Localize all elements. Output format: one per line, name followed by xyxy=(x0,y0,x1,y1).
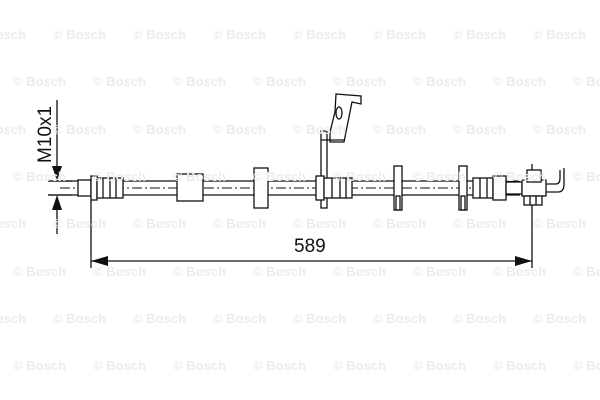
watermark-text: © Bosch xyxy=(253,74,306,89)
watermark-text: © Bosch xyxy=(13,358,66,373)
left-fitting xyxy=(77,175,124,201)
watermark-text: © Bosch xyxy=(453,216,506,231)
watermark-text: © Bosch xyxy=(533,122,586,137)
watermark-text: © Bosch xyxy=(413,74,466,89)
watermark-text: © Bosch xyxy=(373,216,426,231)
watermark-text: © Bosch xyxy=(173,74,226,89)
watermark-text: © Bosch xyxy=(0,122,26,137)
watermark-text: © Bosch xyxy=(53,216,106,231)
watermark-text: © Bosch xyxy=(93,74,146,89)
watermark-text: © Bosch xyxy=(413,358,466,373)
watermark-text: © Bosch xyxy=(53,311,106,326)
watermark-text: © Bosch xyxy=(133,216,186,231)
watermark-layer: © Bosch © Bosch © Bosch © Bosch © Bosch © Bos… xyxy=(0,27,600,373)
watermark-text: © Bosch xyxy=(533,311,586,326)
watermark-text: © Bosch xyxy=(373,122,426,137)
thread-dimension: M10x1 xyxy=(35,100,72,234)
watermark-text: © Bosch xyxy=(453,311,506,326)
watermark-text: © Bosch xyxy=(0,311,26,326)
watermark-text: © Bosch xyxy=(453,122,506,137)
watermark-text: © Bosch xyxy=(373,311,426,326)
watermark-text: © Bosch xyxy=(373,27,426,42)
watermark-text: © Bosch xyxy=(213,122,266,137)
watermark-text: © Bosch xyxy=(13,264,66,279)
grommet xyxy=(253,167,269,209)
hose-clip xyxy=(393,165,403,211)
watermark-text: © Bosch xyxy=(333,358,386,373)
watermark-text: © Bosch xyxy=(493,264,546,279)
watermark-text: © Bosch xyxy=(53,27,106,42)
mounting-bracket xyxy=(315,93,362,209)
watermark-text: © Bosch xyxy=(133,27,186,42)
watermark-text: © Bosch xyxy=(333,74,386,89)
hose-clip xyxy=(458,165,468,211)
watermark-text: © Bosch xyxy=(533,216,586,231)
watermark-text: © Bosch xyxy=(0,216,26,231)
watermark-text: © Bosch xyxy=(253,264,306,279)
length-label: 589 xyxy=(294,236,326,257)
right-fitting xyxy=(472,164,565,206)
watermark-text: © Bosch xyxy=(493,358,546,373)
watermark-text: © Bosch xyxy=(213,27,266,42)
watermark-text: © Bosch xyxy=(0,27,26,42)
watermark-text: © Bosch xyxy=(333,264,386,279)
watermark-text: © Bosch xyxy=(413,264,466,279)
length-dimension: 589 xyxy=(90,200,533,268)
watermark-text: © Bosch xyxy=(93,264,146,279)
watermark-text: © Bosch xyxy=(293,216,346,231)
watermark-text: © Bosch xyxy=(93,358,146,373)
watermark-text: © Bosch xyxy=(293,27,346,42)
watermark-text: © Bosch xyxy=(173,264,226,279)
hose xyxy=(48,180,530,196)
watermark-text: © Bosch xyxy=(573,74,600,89)
watermark-text: © Bosch xyxy=(213,311,266,326)
watermark-text: © Bosch xyxy=(253,358,306,373)
watermark-text: © Bosch xyxy=(573,169,600,184)
watermark-text: © Bosch xyxy=(213,216,266,231)
watermark-text: © Bosch xyxy=(533,27,586,42)
watermark-text: © Bosch xyxy=(573,264,600,279)
watermark-text: © Bosch xyxy=(173,358,226,373)
watermark-text: © Bosch xyxy=(133,311,186,326)
watermark-text: © Bosch xyxy=(413,169,466,184)
thread-label: M10x1 xyxy=(35,106,56,163)
watermark-text: © Bosch xyxy=(293,311,346,326)
watermark-text: © Bosch xyxy=(133,122,186,137)
protective-sleeve xyxy=(176,173,204,202)
watermark-text: © Bosch xyxy=(453,27,506,42)
watermark-text: © Bosch xyxy=(493,74,546,89)
watermark-text: © Bosch xyxy=(13,74,66,89)
watermark-text: © Bosch xyxy=(53,122,106,137)
watermark-text: © Bosch xyxy=(573,358,600,373)
